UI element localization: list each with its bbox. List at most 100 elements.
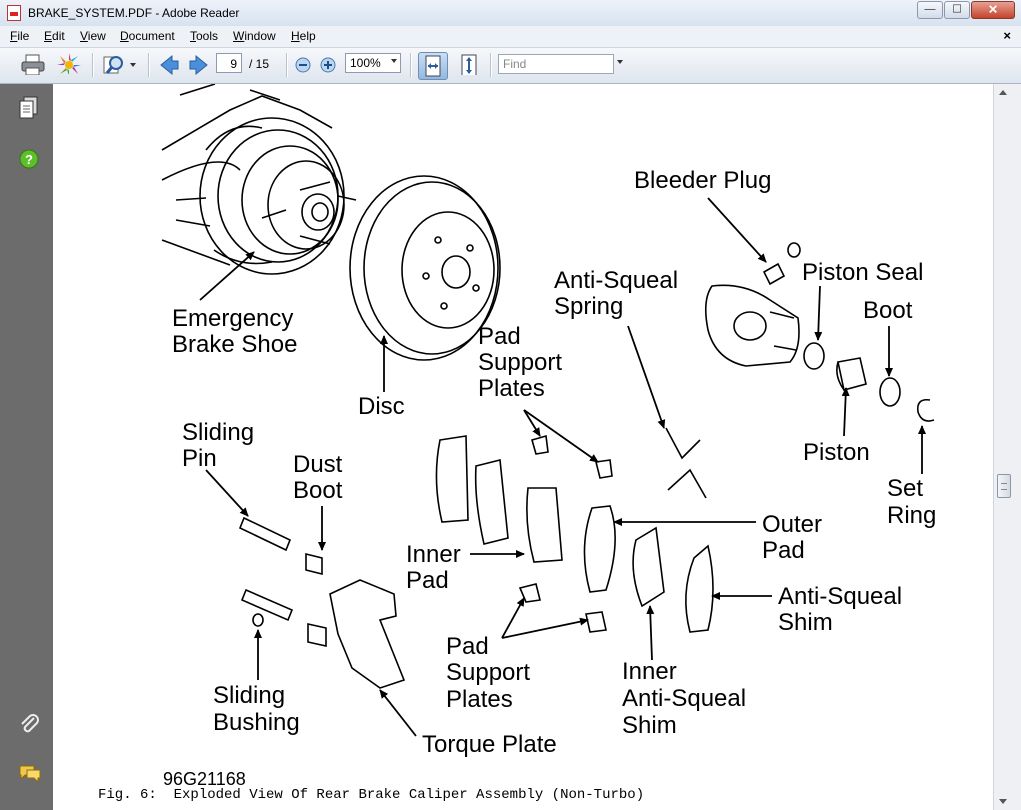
- label-sliding-bushing-line1: Sliding: [213, 682, 285, 709]
- brake-caliper-diagram: Bleeder Plug Piston Seal Anti-Squeal Spr…: [98, 84, 936, 803]
- print-icon[interactable]: [20, 53, 46, 75]
- svg-text:?: ?: [25, 152, 33, 167]
- scroll-up-icon[interactable]: [999, 90, 1007, 95]
- pages-icon[interactable]: [18, 96, 40, 120]
- next-page-icon[interactable]: [188, 54, 210, 76]
- help-icon[interactable]: ?: [18, 148, 40, 170]
- label-pad-support-plates-a-line3: Plates: [478, 375, 545, 402]
- close-document-button[interactable]: ×: [1003, 28, 1011, 43]
- piston-seal-drawing: [803, 342, 825, 370]
- comments-icon[interactable]: [18, 764, 42, 784]
- minimize-button[interactable]: —: [917, 1, 943, 19]
- zoom-in-icon[interactable]: [319, 56, 337, 78]
- page-total-label: / 15: [249, 57, 270, 71]
- label-piston-seal: Piston Seal: [802, 259, 923, 286]
- label-emergency-brake-shoe-line2: Brake Shoe: [172, 331, 297, 358]
- label-anti-squeal-spring-line2: Spring: [554, 293, 623, 320]
- find-dropdown-arrow[interactable]: [617, 60, 623, 64]
- fit-width-button[interactable]: [418, 52, 448, 80]
- pad-support-plate-top-2: [595, 459, 613, 479]
- pad-backing-drawing: [435, 435, 469, 523]
- anti-squeal-spring-drawing: [665, 427, 707, 499]
- diagram-labels: Bleeder Plug Piston Seal Anti-Squeal Spr…: [98, 167, 936, 803]
- fit-width-icon: [425, 55, 441, 77]
- find-pages-icon[interactable]: [102, 53, 138, 75]
- page-number-input[interactable]: 9: [216, 53, 242, 73]
- scrollbar-thumb[interactable]: [997, 474, 1011, 498]
- menu-file[interactable]: File: [10, 29, 30, 43]
- navigation-pane: ?: [0, 84, 53, 810]
- sliding-pin-drawing: [238, 516, 292, 552]
- attachments-icon[interactable]: [18, 712, 40, 736]
- inner-anti-squeal-shim-drawing: [632, 526, 665, 608]
- figure-id: 96G21168: [163, 769, 246, 789]
- boot-drawing: [879, 377, 901, 407]
- label-anti-squeal-shim-line2: Shim: [778, 609, 833, 636]
- previous-page-icon[interactable]: [158, 54, 180, 76]
- dust-boot-lower-drawing: [307, 623, 327, 647]
- close-button[interactable]: ✕: [971, 1, 1015, 19]
- zoom-level-input[interactable]: 100%: [345, 53, 401, 73]
- sliding-bushing-drawing: [252, 613, 264, 627]
- label-set-ring-line1: Set: [887, 475, 923, 502]
- inner-shim-left-drawing: [474, 458, 509, 545]
- label-pad-support-plates-b-line3: Plates: [446, 686, 513, 713]
- find-input[interactable]: Find: [498, 54, 614, 74]
- pdf-app-icon: [7, 5, 21, 21]
- menu-window[interactable]: Window: [233, 29, 276, 43]
- label-bleeder-plug: Bleeder Plug: [634, 167, 771, 194]
- label-pad-support-plates-b-line2: Support: [446, 659, 530, 686]
- menu-document[interactable]: Document: [120, 29, 175, 43]
- menu-edit[interactable]: Edit: [44, 29, 65, 43]
- disc-drawing: [349, 175, 501, 361]
- pad-support-plate-top-1: [531, 434, 549, 455]
- label-anti-squeal-spring-line1: Anti-Squeal: [554, 267, 678, 294]
- window-title: BRAKE_SYSTEM.PDF - Adobe Reader: [28, 6, 240, 20]
- document-page[interactable]: Bleeder Plug Piston Seal Anti-Squeal Spr…: [53, 84, 993, 810]
- label-disc: Disc: [358, 393, 405, 420]
- zoom-out-icon[interactable]: [294, 56, 312, 78]
- label-outer-pad-line2: Pad: [762, 537, 805, 564]
- zoom-dropdown-arrow[interactable]: [391, 59, 397, 63]
- fit-page-icon[interactable]: [456, 53, 482, 75]
- piston-drawing: [836, 357, 867, 391]
- label-inner-anti-squeal-shim-line1: Inner: [622, 658, 677, 685]
- toolbar: 9 / 15 100% Find: [0, 48, 1021, 84]
- leader-arrows: [199, 197, 926, 737]
- title-bar: BRAKE_SYSTEM.PDF - Adobe Reader — ☐ ✕: [0, 0, 1021, 26]
- sliding-pin-lower-drawing: [240, 588, 294, 622]
- label-sliding-pin-line1: Sliding: [182, 419, 254, 446]
- label-inner-pad-line1: Inner: [406, 541, 461, 568]
- label-piston: Piston: [803, 439, 870, 466]
- label-pad-support-plates-b-line1: Pad: [446, 633, 489, 660]
- menu-help[interactable]: Help: [291, 29, 316, 43]
- set-ring-drawing: [916, 398, 935, 422]
- label-inner-pad-line2: Pad: [406, 567, 449, 594]
- pad-support-plate-bottom-2: [585, 611, 607, 633]
- close-icon: ✕: [987, 2, 999, 17]
- label-dust-boot-line2: Boot: [293, 477, 343, 504]
- label-outer-pad-line1: Outer: [762, 511, 822, 538]
- caliper-drawing: [704, 242, 801, 367]
- torque-plate-drawing: [329, 579, 406, 689]
- vertical-scrollbar[interactable]: [993, 84, 1021, 810]
- label-pad-support-plates-a-line2: Support: [478, 349, 562, 376]
- label-anti-squeal-shim-line1: Anti-Squeal: [778, 583, 902, 610]
- menu-tools[interactable]: Tools: [190, 29, 219, 43]
- anti-squeal-shim-drawing: [685, 544, 714, 633]
- figure-caption: Fig. 6: Exploded View Of Rear Brake Cali…: [98, 787, 644, 803]
- scroll-down-icon[interactable]: [999, 799, 1007, 804]
- label-inner-anti-squeal-shim-line2: Anti-Squeal: [622, 685, 746, 712]
- menu-view[interactable]: View: [80, 29, 106, 43]
- menu-bar: File Edit View Document Tools Window Hel…: [0, 26, 1021, 48]
- window-controls: — ☐ ✕: [916, 1, 1015, 20]
- label-set-ring-line2: Ring: [887, 502, 936, 529]
- collaborate-icon[interactable]: [56, 52, 82, 74]
- label-pad-support-plates-a-line1: Pad: [478, 323, 521, 350]
- label-inner-anti-squeal-shim-line3: Shim: [622, 712, 677, 739]
- label-dust-boot-line1: Dust: [293, 451, 343, 478]
- minimize-icon: —: [924, 3, 936, 16]
- hub-assembly-drawing: [161, 84, 357, 275]
- maximize-button[interactable]: ☐: [944, 1, 970, 19]
- label-torque-plate: Torque Plate: [422, 731, 557, 758]
